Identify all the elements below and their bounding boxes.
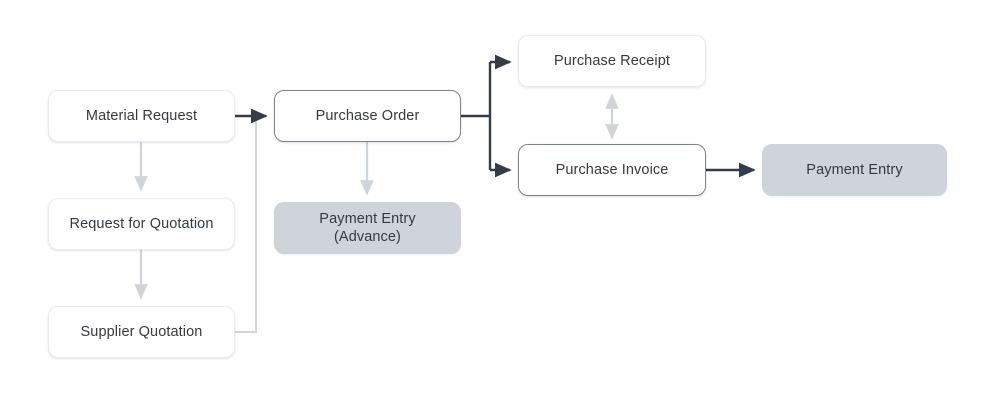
node-payment-entry[interactable]: Payment Entry [762,144,947,196]
node-purchase-order[interactable]: Purchase Order [274,90,461,142]
node-purchase-invoice[interactable]: Purchase Invoice [518,144,706,196]
node-request-for-quotation[interactable]: Request for Quotation [48,198,235,250]
node-purchase-receipt[interactable]: Purchase Receipt [518,35,706,87]
edge-supplier-quotation-to-purchase-order [235,116,257,333]
node-payment-entry-advance[interactable]: Payment Entry (Advance) [274,202,461,254]
edge-purchase-order-branch-trunk [461,62,492,170]
node-material-request[interactable]: Material Request [48,90,235,142]
node-supplier-quotation[interactable]: Supplier Quotation [48,306,235,358]
